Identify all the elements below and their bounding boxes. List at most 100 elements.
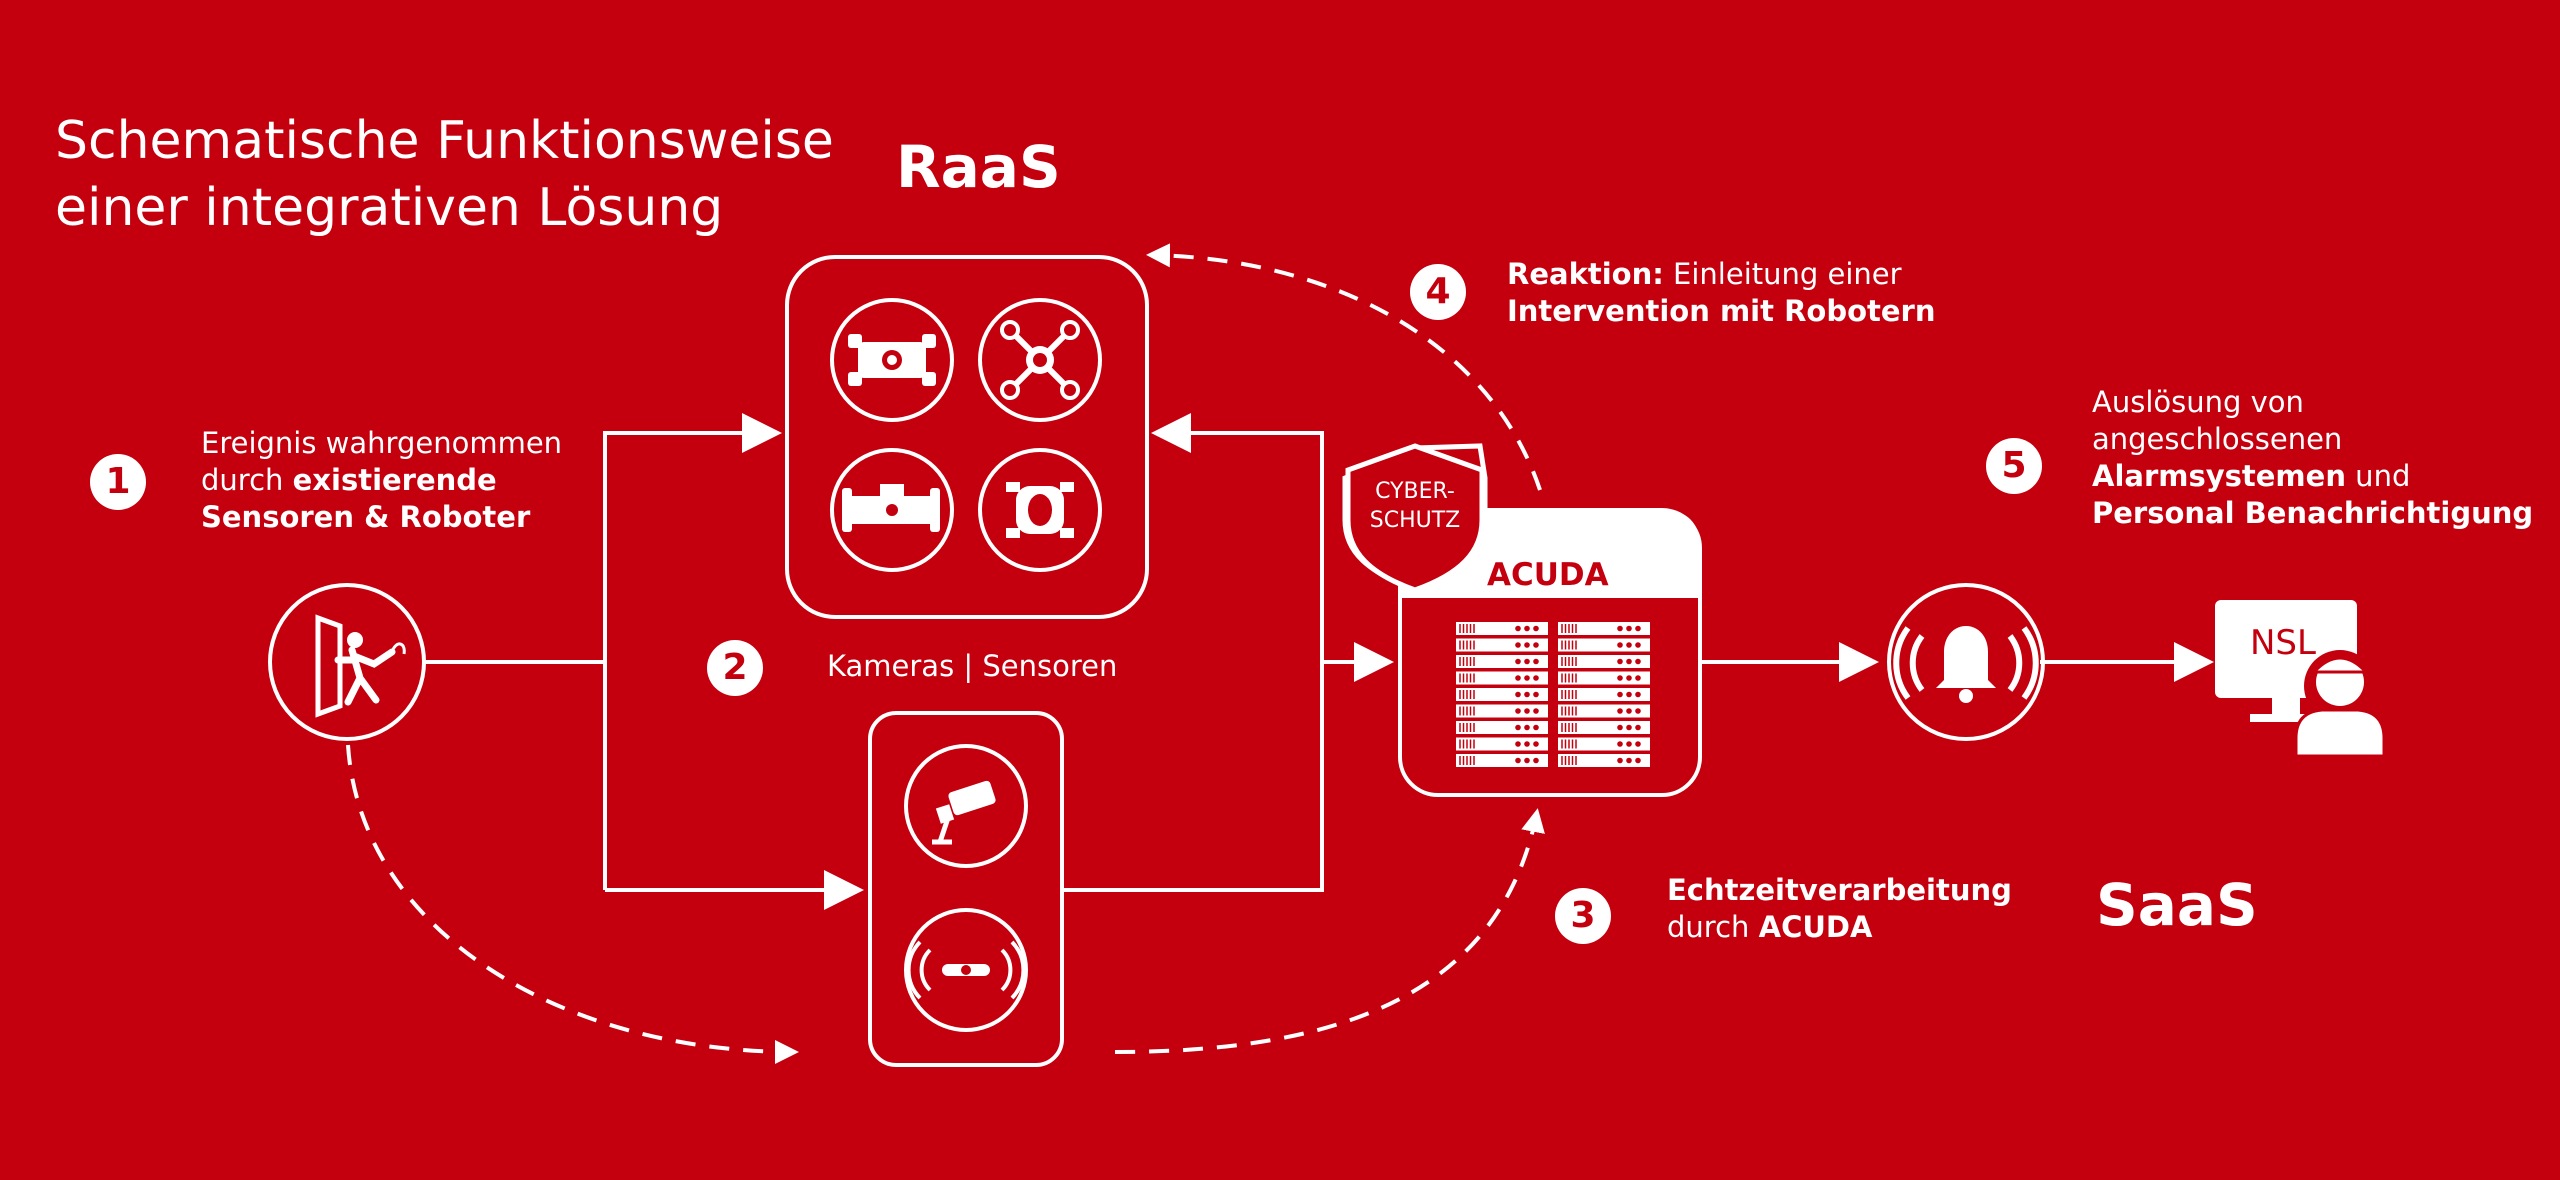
server-led <box>1524 757 1530 764</box>
server-led <box>1515 724 1521 731</box>
server-led <box>1635 625 1641 632</box>
step-4-line-1: Reaktion: Einleitung einer <box>1507 257 1902 291</box>
title-line-2: einer integrativen Lösung <box>55 177 724 238</box>
server-led <box>1617 658 1623 665</box>
server-led <box>1617 642 1623 648</box>
server-led <box>1524 642 1530 648</box>
step-1-badge: 1 <box>90 454 146 510</box>
server-led <box>1635 642 1641 648</box>
acuda-label: ACUDA <box>1487 557 1609 593</box>
server-unit <box>1558 721 1650 734</box>
raas-robot-box <box>785 255 1149 619</box>
server-led <box>1524 675 1530 681</box>
server-led <box>1617 741 1623 747</box>
intruder-node <box>268 583 426 741</box>
shield-text: CYBER- SCHUTZ <box>1362 478 1468 535</box>
step-1-line-3: Sensoren & Roboter <box>201 500 531 535</box>
server-unit <box>1456 737 1548 751</box>
robot-car-icon <box>830 298 954 422</box>
server-led <box>1617 625 1623 632</box>
server-led <box>1515 691 1521 698</box>
server-led <box>1533 741 1539 747</box>
step-3-line-1: Echtzeitverarbeitung <box>1667 873 2012 907</box>
server-unit <box>1558 688 1650 701</box>
step-2-badge: 2 <box>707 640 763 696</box>
server-unit <box>1558 671 1650 685</box>
server-rows <box>1456 622 1650 767</box>
server-led <box>1626 757 1632 764</box>
server-led <box>1524 658 1530 665</box>
server-led <box>1617 708 1623 714</box>
dashed-intruder-to-sensors <box>346 744 799 1064</box>
server-led <box>1533 675 1539 681</box>
raas-label: RaaS <box>896 133 1061 201</box>
connectors <box>425 413 2214 910</box>
server-unit <box>1558 638 1650 652</box>
server-led <box>1626 708 1632 714</box>
dashed-sensors-to-acuda <box>1114 808 1545 1054</box>
server-unit <box>1558 655 1650 668</box>
server-led <box>1626 724 1632 731</box>
server-unit <box>1456 721 1548 734</box>
connector-sensors-to-acuda <box>1063 642 1394 892</box>
page-title: Schematische Funktionsweise einer integr… <box>55 108 834 241</box>
server-led <box>1617 691 1623 698</box>
step-3-line-2: durch ACUDA <box>1667 910 1873 945</box>
server-led <box>1626 625 1632 632</box>
step-3-badge: 3 <box>1555 888 1611 944</box>
server-unit <box>1558 754 1650 767</box>
step-2-text: Kameras | Sensoren <box>827 649 1118 683</box>
server-unit <box>1456 638 1548 652</box>
security-camera-icon <box>904 744 1028 868</box>
step-5-line-2: angeschlossenen <box>2092 422 2343 457</box>
server-led <box>1626 675 1632 681</box>
server-unit <box>1456 622 1548 635</box>
saas-label: SaaS <box>2096 871 2258 939</box>
server-led <box>1626 741 1632 747</box>
nsl-label: NSL <box>2250 623 2316 663</box>
server-unit <box>1558 704 1650 718</box>
server-unit <box>1456 655 1548 668</box>
server-led <box>1635 708 1641 714</box>
server-led <box>1524 691 1530 698</box>
dashed-acuda-to-raas <box>1146 243 1542 491</box>
server-led <box>1617 757 1623 764</box>
step-5-text: Auslösung von angeschlossenen Alarmsyste… <box>2092 384 2533 532</box>
dashed-flows <box>346 243 1545 1064</box>
server-unit <box>1456 671 1548 685</box>
server-led <box>1635 724 1641 731</box>
server-led <box>1635 757 1641 764</box>
alarm-node <box>1887 583 2045 741</box>
server-led <box>1524 741 1530 747</box>
server-led <box>1515 708 1521 714</box>
step-5-badge: 5 <box>1986 438 2042 494</box>
server-led <box>1515 675 1521 681</box>
step-3-text: Echtzeitverarbeitung durch ACUDA <box>1667 872 2012 946</box>
title-line-1: Schematische Funktionsweise <box>55 111 834 171</box>
server-led <box>1515 625 1521 632</box>
shield-line-1: CYBER- <box>1375 479 1455 504</box>
shield-line-2: SCHUTZ <box>1369 507 1461 533</box>
server-led <box>1533 708 1539 714</box>
alarm-bell-icon <box>1893 626 2039 703</box>
server-led <box>1626 658 1632 665</box>
step-5-line-3: Alarmsystemen und <box>2092 459 2411 494</box>
server-led <box>1533 658 1539 665</box>
server-unit <box>1456 704 1548 718</box>
server-led <box>1515 757 1521 764</box>
server-led <box>1533 642 1539 648</box>
server-led <box>1617 724 1623 731</box>
sensor-box <box>868 711 1064 1067</box>
server-unit <box>1558 737 1650 751</box>
step-1-line-2: durch existierende <box>201 463 497 498</box>
server-led <box>1515 642 1521 648</box>
step-1-text: Ereignis wahrgenommen durch existierende… <box>201 425 562 536</box>
server-led <box>1533 691 1539 698</box>
server-led <box>1533 724 1539 731</box>
step-4-badge: 4 <box>1410 264 1466 320</box>
server-unit <box>1456 688 1548 701</box>
server-unit <box>1456 754 1548 767</box>
server-led <box>1515 658 1521 665</box>
server-led <box>1626 642 1632 648</box>
